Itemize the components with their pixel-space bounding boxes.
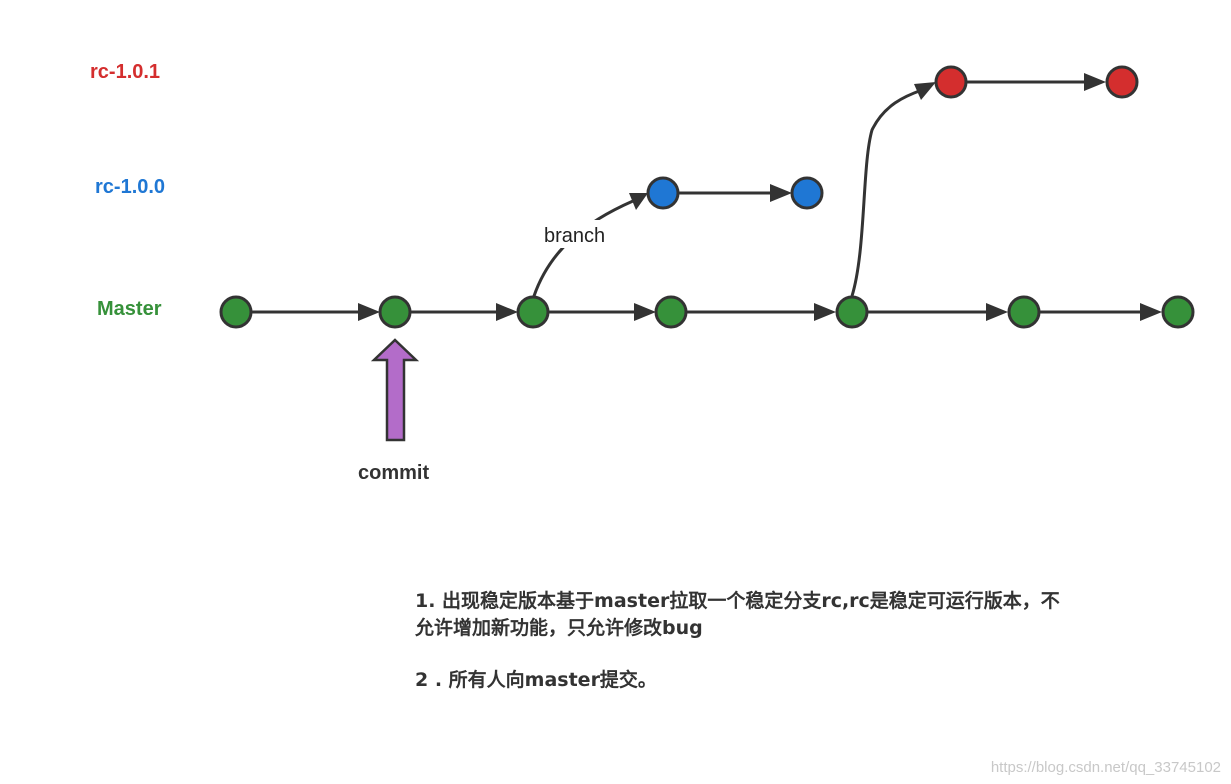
master-commit-node[interactable] <box>654 295 688 329</box>
rc-1-0-1-commit-node[interactable] <box>934 65 968 99</box>
commit-up-arrow <box>370 338 420 442</box>
arrowhead <box>814 303 836 321</box>
branch-edge-rc-1-0-1 <box>850 88 923 297</box>
note-item-2: 2 . 所有人向master提交。 <box>415 669 657 691</box>
lane-label-rc-1-0-1: rc-1.0.1 <box>90 61 160 83</box>
arrowhead <box>496 303 518 321</box>
master-arrowheads <box>358 303 1162 321</box>
master-commit-node[interactable] <box>516 295 550 329</box>
arrowhead <box>629 193 648 210</box>
rc-1-0-1-commit-node[interactable] <box>1105 65 1139 99</box>
commit-label: commit <box>358 462 429 484</box>
arrowhead <box>1140 303 1162 321</box>
branch-label: branch <box>544 225 605 247</box>
master-commit-node[interactable] <box>835 295 869 329</box>
master-nodes <box>219 295 1195 329</box>
lane-label-master: Master <box>97 298 162 320</box>
master-commit-node[interactable] <box>378 295 412 329</box>
arrowhead <box>986 303 1008 321</box>
arrowhead <box>914 82 936 100</box>
master-commit-node[interactable] <box>1161 295 1195 329</box>
note-item-1: 1. 出现稳定版本基于master拉取一个稳定分支rc,rc是稳定可运行版本，不… <box>415 590 1060 639</box>
lane-label-rc-1-0-0: rc-1.0.0 <box>95 176 165 198</box>
rc-1-0-1-nodes <box>934 65 1139 99</box>
branch-edge-rc-1-0-0 <box>532 199 634 297</box>
branch-label-bg <box>540 220 612 248</box>
master-commit-node[interactable] <box>1007 295 1041 329</box>
arrowhead <box>634 303 656 321</box>
arrowhead <box>1084 73 1106 91</box>
arrowhead <box>358 303 380 321</box>
watermark: https://blog.csdn.net/qq_33745102 <box>990 759 1221 776</box>
rc-1-0-0-nodes <box>646 176 824 210</box>
arrowhead <box>770 184 792 202</box>
rc-1-0-0-commit-node[interactable] <box>646 176 680 210</box>
notes: 1. 出现稳定版本基于master拉取一个稳定分支rc,rc是稳定可运行版本，不… <box>415 588 1075 694</box>
rc-1-0-0-commit-node[interactable] <box>790 176 824 210</box>
master-commit-node[interactable] <box>219 295 253 329</box>
